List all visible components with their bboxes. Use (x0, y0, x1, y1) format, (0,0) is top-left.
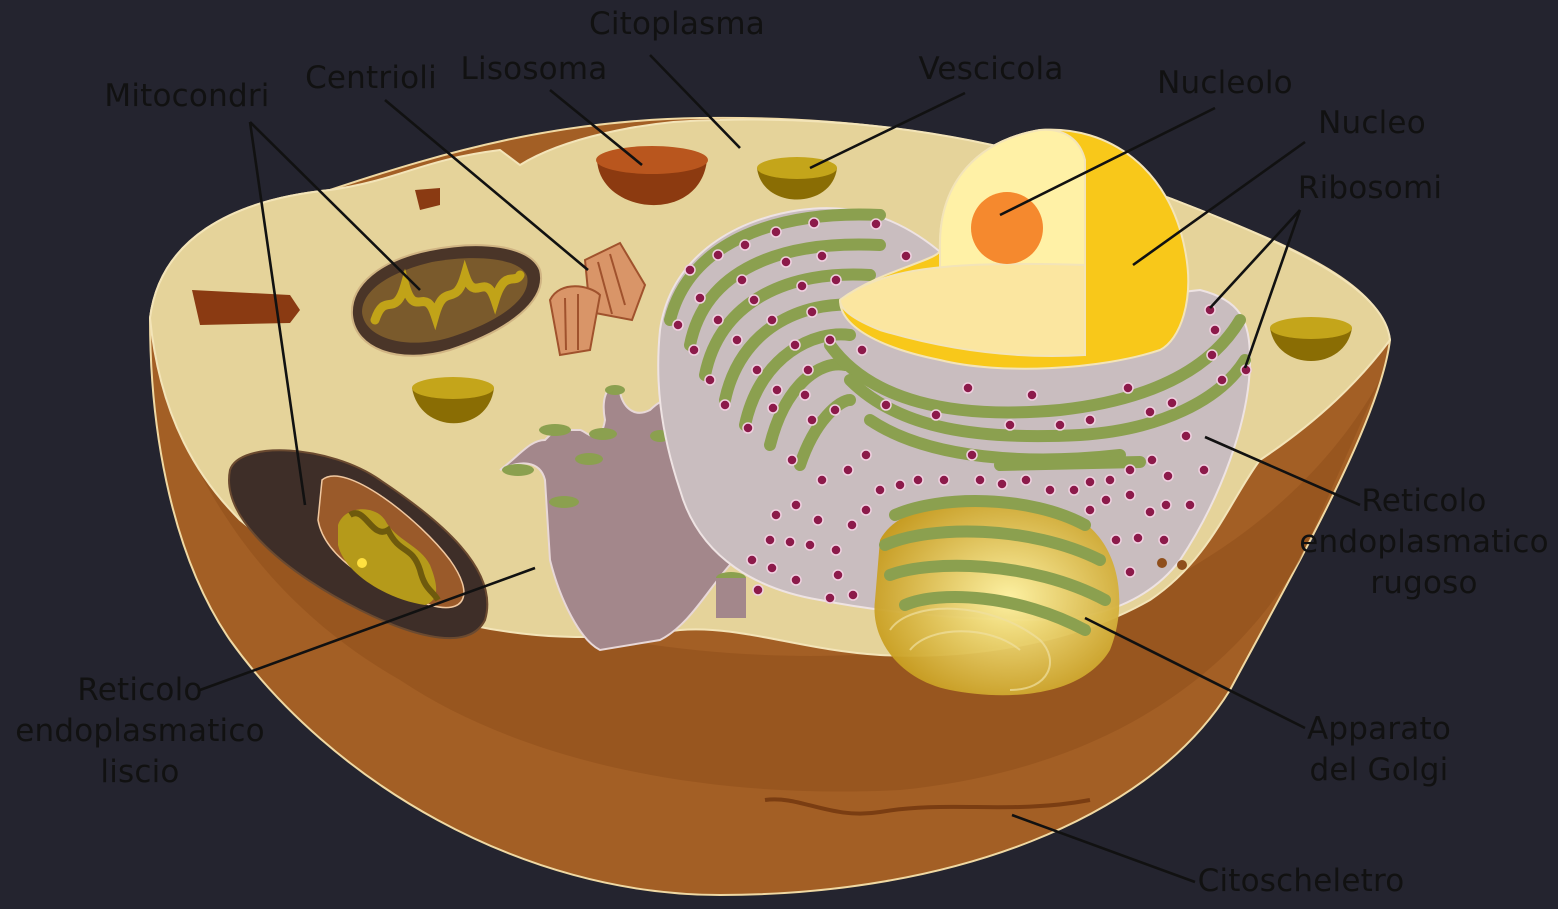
golgi-apparatus (874, 500, 1119, 695)
label-citoplasma: Citoplasma (589, 6, 765, 42)
label-rer-line1: Reticolo (1361, 483, 1486, 519)
label-vescicola: Vescicola (918, 51, 1063, 87)
label-golgi-line1: Apparato (1307, 711, 1451, 747)
label-rer-line3: rugoso (1370, 565, 1477, 601)
label-golgi-line2: del Golgi (1310, 752, 1449, 788)
label-rer-line2: endoplasmatico (1299, 524, 1549, 560)
label-citoscheletro: Citoscheletro (1198, 863, 1405, 899)
label-mitocondri: Mitocondri (104, 78, 269, 114)
organelle-fragment (192, 290, 300, 325)
label-ribosomi: Ribosomi (1298, 170, 1442, 206)
label-nucleolo: Nucleolo (1157, 65, 1293, 101)
leader-citoscheletro (1012, 815, 1195, 882)
label-nucleo: Nucleo (1318, 105, 1426, 141)
label-ser-line3: liscio (100, 754, 179, 790)
label-ser-line2: endoplasmatico (15, 713, 265, 749)
label-ser-line1: Reticolo (77, 672, 202, 708)
label-lisosoma: Lisosoma (461, 51, 608, 87)
nucleolus (971, 192, 1043, 264)
label-centrioli: Centrioli (305, 60, 437, 96)
